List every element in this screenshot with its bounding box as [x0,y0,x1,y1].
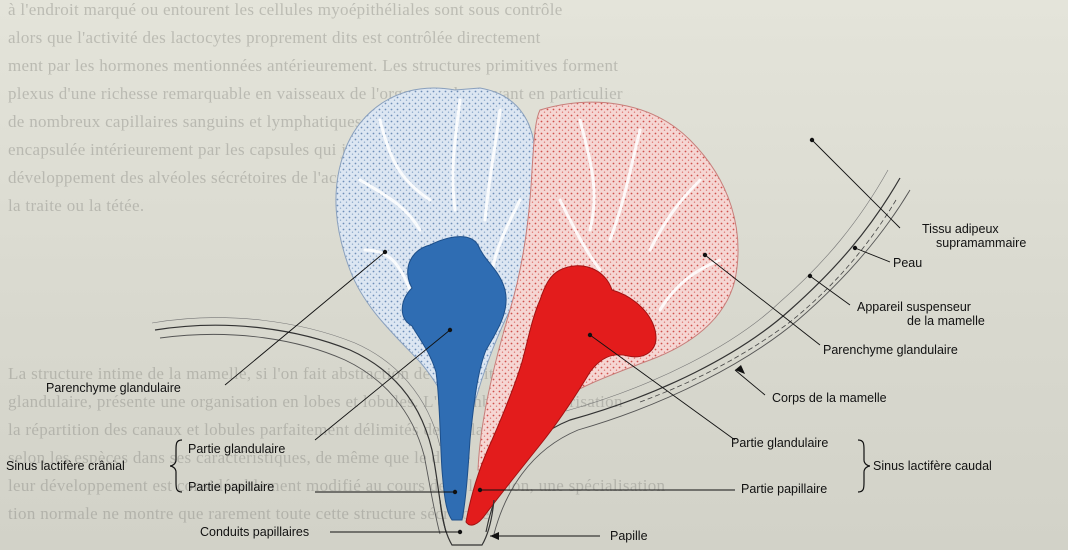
label-text: Tissu adipeux [922,222,1026,236]
label-tissu-adipeux: Tissu adipeux supramammaire [922,222,1026,250]
right-brace [858,440,870,492]
label-corps-mamelle: Corps de la mamelle [772,391,887,405]
label-parenchyme-right: Parenchyme glandulaire [823,343,958,357]
left-brace [170,440,182,492]
label-parenchyme-left: Parenchyme glandulaire [46,381,181,395]
label-appareil-suspenseur: Appareil suspenseur de la mamelle [857,300,985,328]
label-partie-papillaire-left: Partie papillaire [188,480,274,494]
corps-arrow [735,365,745,374]
label-partie-glandulaire-right: Partie glandulaire [731,436,828,450]
label-text: supramammaire [922,236,1026,250]
label-text: de la mamelle [857,314,985,328]
skin-left-inner [160,334,440,534]
label-peau: Peau [893,256,922,270]
label-sinus-cranial: Sinus lactifère crânial [6,459,125,473]
label-conduits-papillaires: Conduits papillaires [200,525,309,539]
skin-left [155,325,446,532]
label-text: Appareil suspenseur [857,300,985,314]
label-papille: Papille [610,529,648,543]
label-partie-papillaire-right: Partie papillaire [741,482,827,496]
label-sinus-caudal: Sinus lactifère caudal [873,459,992,473]
label-partie-glandulaire-left: Partie glandulaire [188,442,285,456]
